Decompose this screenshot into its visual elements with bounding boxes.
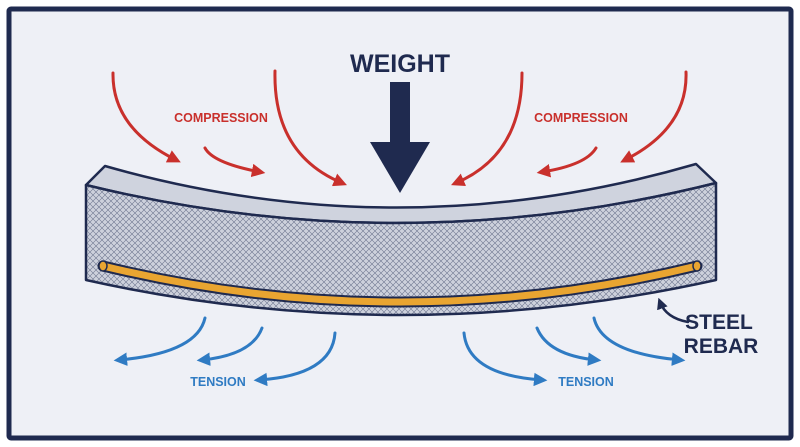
tension-label-left: TENSION xyxy=(190,375,246,389)
tension-arrows-left xyxy=(113,316,337,387)
rebar-label: REBAR xyxy=(684,335,759,358)
compression-label-left: COMPRESSION xyxy=(174,111,268,125)
weight-arrow xyxy=(370,82,430,193)
concrete-beam xyxy=(84,162,718,317)
steel-label: STEEL xyxy=(685,311,753,334)
compression-arrows-left xyxy=(111,69,347,187)
weight-label: WEIGHT xyxy=(350,50,450,78)
beam-front-face xyxy=(84,181,718,317)
rebar-pointer-arrow xyxy=(657,297,690,324)
compression-arrows-right xyxy=(451,70,688,187)
steel-rebar xyxy=(97,260,703,308)
tension-label-right: TENSION xyxy=(558,375,614,389)
compression-label-right: COMPRESSION xyxy=(534,111,628,125)
tension-arrows-right xyxy=(462,316,686,387)
